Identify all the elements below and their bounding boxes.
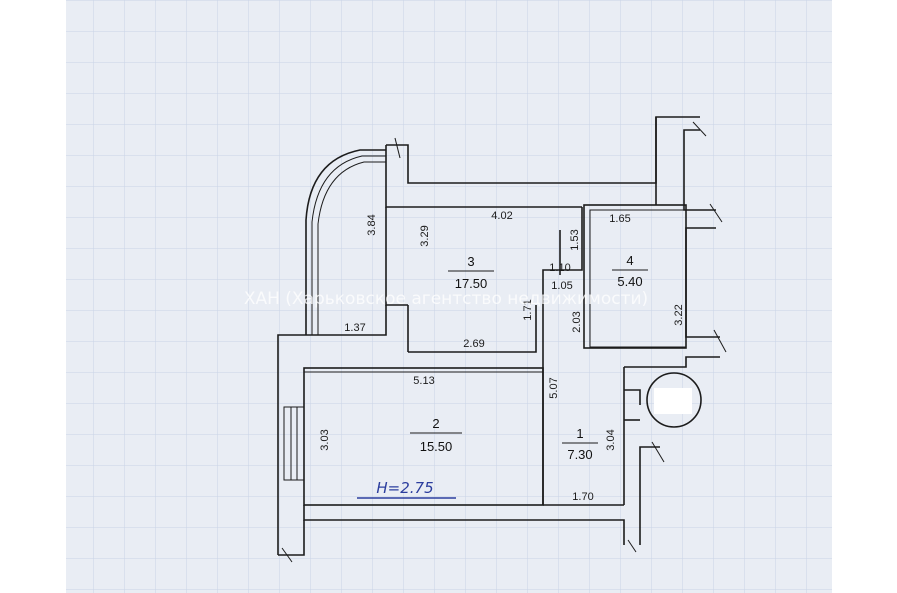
riser-cover — [654, 388, 692, 414]
dim-1-37: 1.37 — [344, 322, 365, 334]
room-4-number: 4 — [626, 253, 633, 268]
room-2-label: 2 15.50 — [410, 416, 462, 454]
room-1-label: 1 7.30 — [562, 426, 598, 462]
room-1-area: 7.30 — [567, 447, 592, 462]
dim-2-69: 2.69 — [463, 338, 484, 350]
room-2-area: 15.50 — [420, 439, 453, 454]
grid-lines — [66, 0, 832, 593]
dim-1-53: 1.53 — [569, 229, 581, 250]
room-4-label: 4 5.40 — [612, 253, 648, 289]
dim-1-71: 1.71 — [522, 299, 534, 320]
dim-5-07: 5.07 — [548, 377, 560, 398]
watermark-text: ХАН (Харьковское агентство недвижимости) — [244, 289, 648, 309]
room-2-number: 2 — [432, 416, 439, 431]
room-labels: 3 17.50 4 5.40 2 15.50 1 7.30 — [410, 253, 648, 462]
room-4-area: 5.40 — [617, 274, 642, 289]
dimension-labels: 3.84 3.29 4.02 1.53 1.65 1.10 1.05 1.71 … — [319, 210, 685, 503]
dim-3-04: 3.04 — [605, 429, 617, 450]
room-3-number: 3 — [467, 254, 474, 269]
walls — [277, 116, 727, 563]
dim-4-02: 4.02 — [491, 210, 512, 222]
room-3-label: 3 17.50 — [448, 254, 494, 291]
room-1-number: 1 — [576, 426, 583, 441]
ceiling-height-note: H=2.75 — [376, 479, 433, 497]
dim-1-70: 1.70 — [572, 491, 593, 503]
dim-2-03: 2.03 — [571, 311, 583, 332]
dim-5-13: 5.13 — [413, 375, 434, 387]
dim-1-10: 1.10 — [549, 262, 570, 274]
dim-3-03: 3.03 — [319, 429, 331, 450]
dim-3-84: 3.84 — [366, 214, 378, 235]
dim-3-29: 3.29 — [419, 225, 431, 246]
dim-1-65: 1.65 — [609, 213, 630, 225]
room-3-area: 17.50 — [455, 276, 488, 291]
dim-3-22: 3.22 — [673, 304, 685, 325]
dim-1-05: 1.05 — [551, 280, 572, 292]
